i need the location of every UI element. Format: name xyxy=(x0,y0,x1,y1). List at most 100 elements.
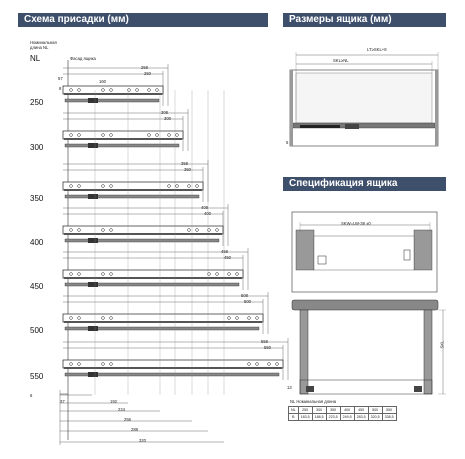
bottom-dim-224: 224 xyxy=(118,407,125,412)
mounting-hole xyxy=(187,228,191,232)
row-inner-dim: 400 xyxy=(204,211,211,216)
mounting-hole xyxy=(109,362,113,366)
runner-lock xyxy=(345,124,359,129)
slide-runner xyxy=(64,238,220,243)
row-nl-label: 500 xyxy=(30,326,44,335)
mounting-hole xyxy=(175,184,179,188)
mounting-hole xyxy=(247,362,251,366)
drawer-top xyxy=(291,299,439,311)
mounting-hole xyxy=(109,133,113,137)
mounting-hole xyxy=(175,133,179,137)
mounting-hole xyxy=(69,228,73,232)
row-outer-dim: 508 xyxy=(241,293,248,298)
mounting-hole xyxy=(101,88,105,92)
left-section-title: Схема присадки (мм) xyxy=(18,13,268,27)
nominal-caption-2: длина NL xyxy=(30,45,49,50)
slide-mechanism xyxy=(88,282,98,287)
mounting-hole xyxy=(101,184,105,188)
slide-rail-bottom xyxy=(64,138,182,140)
mounting-hole xyxy=(69,362,73,366)
mounting-hole xyxy=(207,272,211,276)
mounting-hole xyxy=(215,272,219,276)
dim-160: 160 xyxy=(99,79,106,84)
bottom-dim-256: 256 xyxy=(124,417,131,422)
front-right-panel xyxy=(413,229,433,271)
mounting-hole xyxy=(101,316,105,320)
dim-13b: 13 xyxy=(287,385,292,390)
slide-mechanism xyxy=(88,326,98,331)
mounting-hole xyxy=(101,272,105,276)
side-dim-6: 6 xyxy=(30,393,33,398)
drawer-right-leg xyxy=(423,309,433,395)
slide-rail xyxy=(62,225,224,235)
box-left-wall xyxy=(290,70,293,146)
spec-cell: 283,5 xyxy=(353,413,369,421)
box-outer xyxy=(289,69,439,147)
dim-2: 2 xyxy=(403,256,406,261)
slide-rail xyxy=(62,181,204,191)
row-inner-dim: 550 xyxy=(264,345,271,350)
row-nl-label: 550 xyxy=(30,372,44,381)
mounting-hole xyxy=(147,88,151,92)
spec-table: NL 250 300 350 400 450 500 550 B 183,5 1… xyxy=(288,406,397,421)
mounting-hole xyxy=(235,316,239,320)
bottom-dim-288: 288 xyxy=(131,427,138,432)
row-nl-label: 400 xyxy=(30,238,44,247)
spec-cell: 183,5 xyxy=(297,413,313,421)
slide-mechanism xyxy=(88,98,98,103)
mounting-hole xyxy=(109,88,113,92)
mounting-hole xyxy=(135,88,139,92)
mounting-hole xyxy=(147,133,151,137)
skw-label: SKW=LW-38 ±0 xyxy=(341,221,371,226)
mounting-hole xyxy=(77,316,81,320)
mounting-hole xyxy=(207,228,211,232)
row-inner-dim: 250 xyxy=(144,71,151,76)
spec-cell: 188,5 xyxy=(311,413,327,421)
slide-runner xyxy=(64,282,240,287)
spec-cell: 338,5 xyxy=(381,413,397,421)
nl-axis-label: NL xyxy=(30,54,41,63)
box-right-wall xyxy=(435,70,438,146)
mounting-hole xyxy=(275,362,279,366)
spec-cell: 250 xyxy=(297,406,313,414)
row-inner-dim: 300 xyxy=(164,116,171,121)
mounting-hole xyxy=(77,362,81,366)
spec-cell: 550 xyxy=(381,406,397,414)
mounting-hole xyxy=(167,133,171,137)
mounting-hole xyxy=(77,133,81,137)
slide-mechanism xyxy=(88,238,98,243)
slide-runner xyxy=(64,98,160,103)
slide-runner xyxy=(64,194,200,199)
mounting-hole xyxy=(227,272,231,276)
spec-cell: NL xyxy=(288,406,299,414)
spec-row-nl: NL 250 300 350 400 450 500 550 xyxy=(288,406,397,414)
dim-8: 8 xyxy=(59,86,62,91)
mounting-hole xyxy=(109,228,113,232)
slide-mechanism xyxy=(88,194,98,199)
mounting-hole xyxy=(109,184,113,188)
mounting-hole xyxy=(195,228,199,232)
mounting-hole xyxy=(155,88,159,92)
dim-6-right: 6 xyxy=(286,140,289,145)
spec-cell: 320,5 xyxy=(367,413,383,421)
slide-rail-bottom xyxy=(64,189,202,191)
dim-57: 57 xyxy=(58,76,63,81)
row-outer-dim: 408 xyxy=(201,205,208,210)
spec-cell: 450 xyxy=(353,406,369,414)
spec-cell: B xyxy=(288,413,299,421)
slide-rail-bottom xyxy=(64,93,162,95)
slide-rail xyxy=(62,269,244,279)
bottom-dim-320: 320 xyxy=(139,438,146,443)
row-inner-dim: 350 xyxy=(184,167,191,172)
nominal-caption-1: Номинальная xyxy=(30,40,57,45)
dim-13: 13 xyxy=(309,262,314,267)
slide-rail xyxy=(62,359,284,369)
mounting-hole xyxy=(77,88,81,92)
drawer-bottom xyxy=(299,379,433,395)
mounting-hole xyxy=(255,316,259,320)
dim-17: 17 xyxy=(301,97,306,102)
dim-8-right: 8 xyxy=(320,250,323,255)
bottom-dim-192: 192 xyxy=(110,399,117,404)
slide-mechanism xyxy=(88,372,98,377)
